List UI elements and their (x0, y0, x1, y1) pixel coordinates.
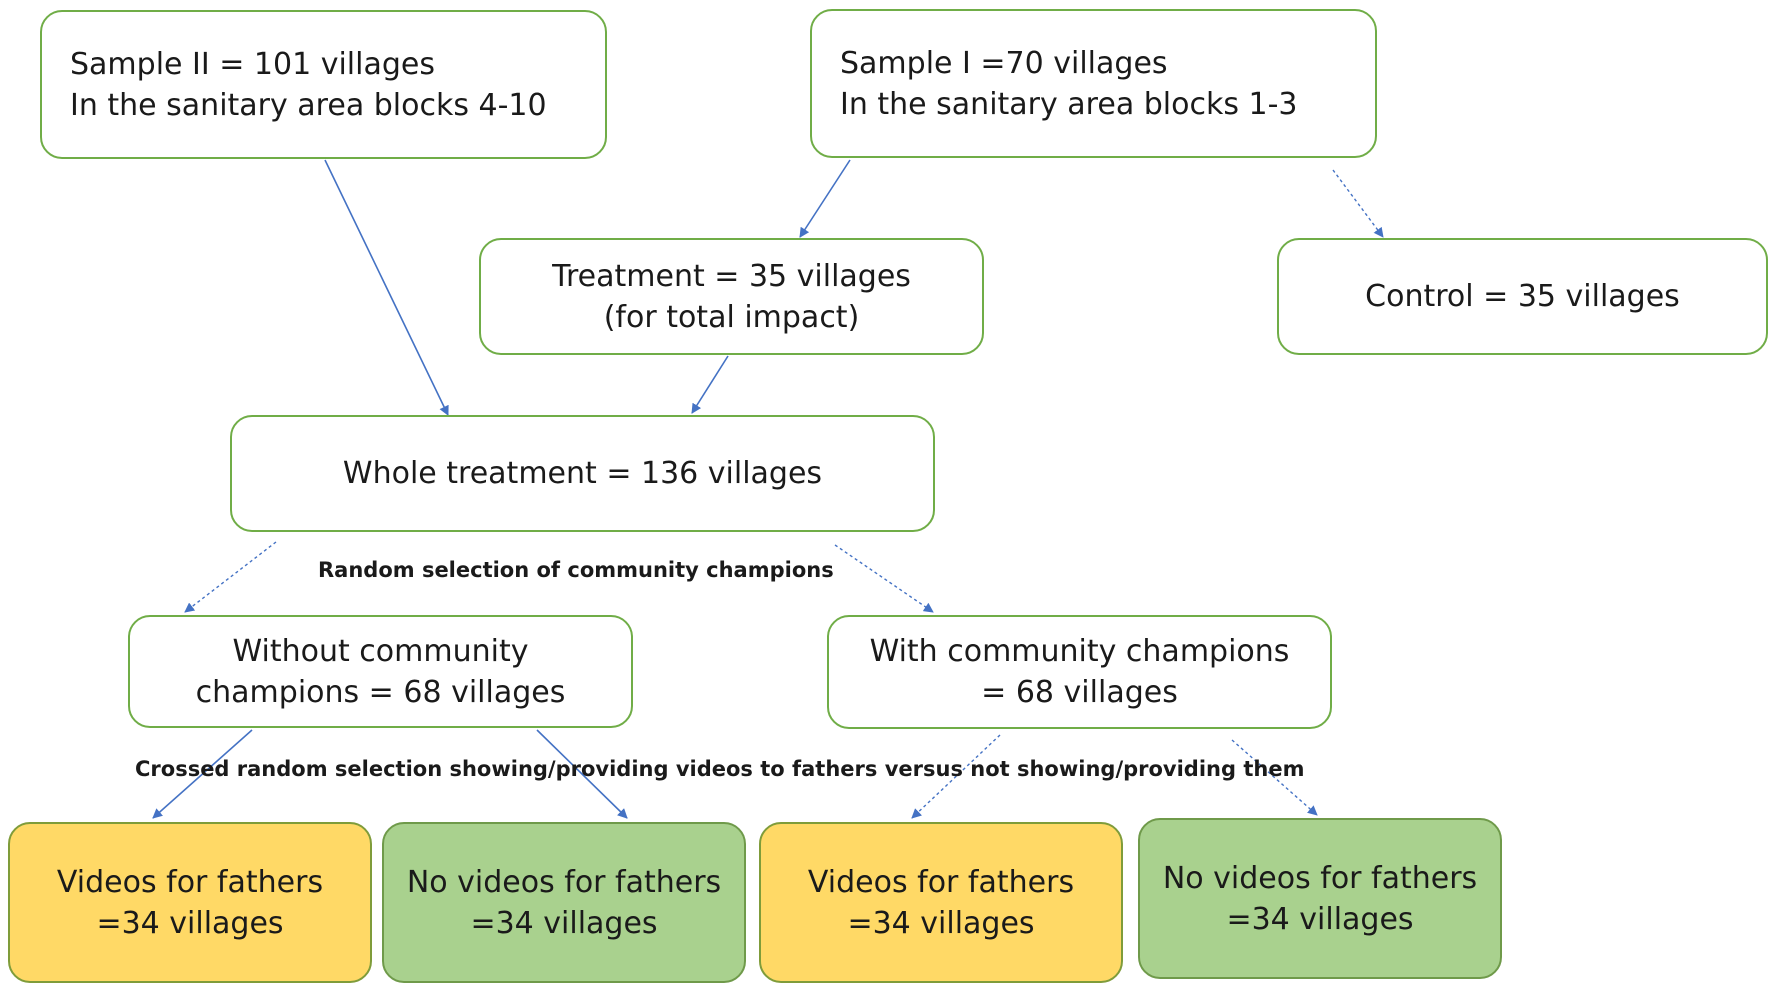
sample-ii-title: Sample II = 101 villages (70, 46, 435, 82)
arrow-sample1-to-treatment (799, 159, 851, 238)
sample-i-title: Sample I =70 villages (840, 45, 1168, 81)
without-champions-line1: Without community (232, 633, 529, 669)
no-videos-for-fathers-2-line2: =34 villages (1226, 901, 1414, 937)
control-box: Control = 35 villages (1277, 238, 1768, 355)
no-videos-for-fathers-box-1: No videos for fathers =34 villages (382, 822, 746, 983)
no-videos-for-fathers-1-line2: =34 villages (470, 905, 658, 941)
with-champions-line2: = 68 villages (981, 675, 1178, 710)
no-videos-for-fathers-2-line1: No videos for fathers (1162, 860, 1478, 896)
sample-i-box: Sample I =70 villages In the sanitary ar… (810, 9, 1377, 158)
without-champions-line2: champions = 68 villages (195, 674, 566, 710)
with-champions-line1: With community champions (869, 634, 1290, 669)
videos-for-fathers-box-1: Videos for fathers =34 villages (8, 822, 372, 983)
arrow-whole-to-without (184, 541, 277, 613)
videos-for-fathers-1-line2: =34 villages (96, 905, 284, 941)
videos-for-fathers-2-line1: Videos for fathers (807, 864, 1075, 900)
treatment-title: Treatment = 35 villages (552, 258, 911, 294)
whole-treatment-title: Whole treatment = 136 villages (342, 456, 823, 491)
no-videos-for-fathers-1-line1: No videos for fathers (406, 864, 722, 900)
sample-i-subtitle: In the sanitary area blocks 1-3 (840, 86, 1298, 122)
sample-ii-subtitle: In the sanitary area blocks 4-10 (70, 87, 547, 123)
without-champions-box: Without community champions = 68 village… (128, 615, 633, 728)
arrow-sample2-to-whole (324, 159, 449, 416)
treatment-subtitle: (for total impact) (603, 299, 860, 335)
whole-treatment-box: Whole treatment = 136 villages (230, 415, 935, 532)
arrow-sample1-to-control (1332, 169, 1384, 238)
treatment-box: Treatment = 35 villages (for total impac… (479, 238, 984, 355)
champions-selection-caption: Random selection of community champions (318, 558, 834, 582)
videos-for-fathers-1-line1: Videos for fathers (56, 864, 324, 900)
videos-for-fathers-2-line2: =34 villages (847, 905, 1035, 941)
no-videos-for-fathers-box-2: No videos for fathers =34 villages (1138, 818, 1502, 979)
videos-for-fathers-box-2: Videos for fathers =34 villages (759, 822, 1123, 983)
arrow-treatment-to-whole (691, 355, 729, 414)
with-champions-box: With community champions = 68 villages (827, 615, 1332, 729)
videos-selection-caption: Crossed random selection showing/providi… (135, 757, 1305, 781)
sample-ii-box: Sample II = 101 villages In the sanitary… (40, 10, 607, 159)
control-title: Control = 35 villages (1365, 279, 1680, 314)
arrow-whole-to-with (834, 544, 934, 613)
